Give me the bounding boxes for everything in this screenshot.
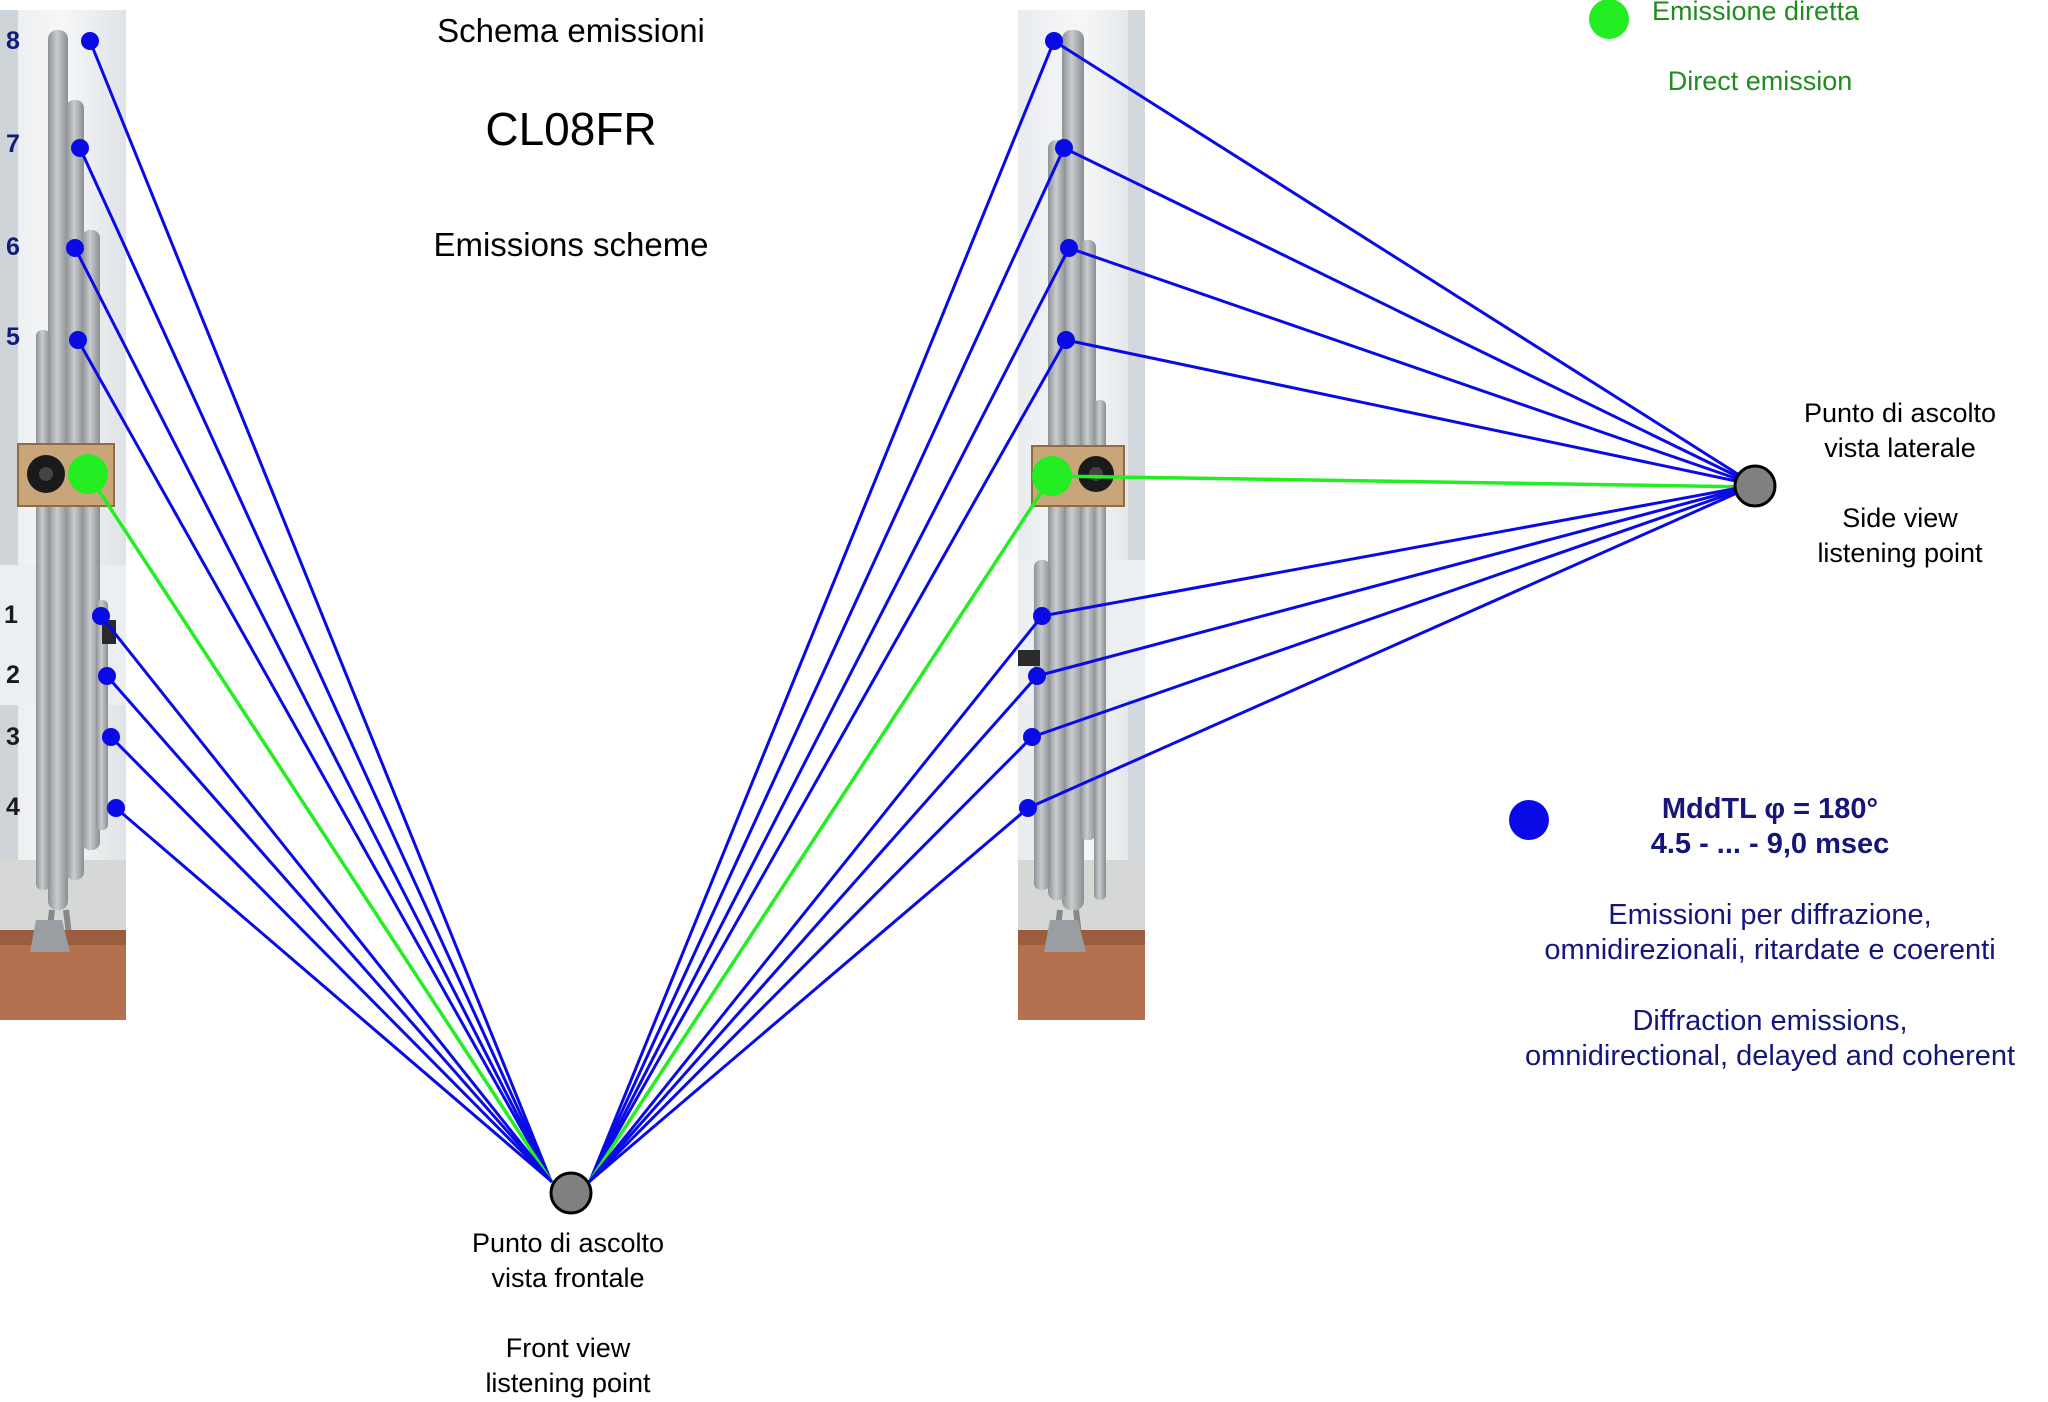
port-number-6: 6 [6, 233, 20, 261]
side-port-dot-6 [1060, 239, 1078, 257]
port-number-8: 8 [6, 27, 20, 55]
side-listening-point [1733, 464, 1777, 508]
front-emission-lines [73, 39, 553, 1183]
side-port-dot-3 [1023, 728, 1041, 746]
cross-line-7 [588, 146, 1066, 1183]
side-point-label-en-2: listening point [1817, 538, 1983, 568]
cross-line-5 [588, 338, 1068, 1183]
side-port-dot-8 [1045, 32, 1063, 50]
front-line-6 [73, 246, 553, 1183]
cross-line-6 [588, 246, 1071, 1183]
front-line-2 [105, 674, 553, 1183]
side-port-dot-2 [1028, 667, 1046, 685]
port-number-2: 2 [6, 661, 20, 689]
legend-direct-marker [1589, 0, 1629, 39]
cross-line-4 [588, 806, 1030, 1183]
cross-line-1 [588, 614, 1044, 1183]
front-point-label-it-2: vista frontale [491, 1263, 645, 1293]
side-line-3 [1030, 483, 1757, 739]
diffraction-legend: MddTL φ = 180° 4.5 - ... - 9,0 msec Emis… [1500, 792, 2040, 1074]
side-line-7 [1062, 146, 1757, 487]
side-line-direct [1050, 474, 1757, 489]
title-model: CL08FR [485, 103, 657, 155]
port-number-5: 5 [6, 323, 20, 351]
cross-line-2 [588, 674, 1039, 1183]
front-line-1 [99, 614, 553, 1183]
side-point-label: Punto di ascolto vista laterale Side vie… [1750, 396, 2048, 571]
port-dot-3 [102, 728, 120, 746]
legend-diffraction-it-2: omnidirezionali, ritardate e coerenti [1544, 934, 1996, 966]
title-italian: Schema emissioni [437, 12, 705, 49]
port-dot-5 [69, 331, 87, 349]
front-view-photo [0, 10, 126, 1020]
legend-diffraction-marker [1509, 800, 1549, 840]
front-line-direct [86, 472, 553, 1183]
port-number-7: 7 [6, 130, 20, 158]
front-line-8 [88, 39, 553, 1183]
direct-emission-dot-side [1032, 456, 1072, 496]
side-port-dot-4 [1019, 799, 1037, 817]
side-line-2 [1035, 483, 1757, 678]
legend-direct-english: Direct emission [1667, 66, 1853, 96]
side-port-dot-5 [1057, 331, 1075, 349]
front-line-4 [114, 806, 553, 1183]
legend-direct-italian: Emissione diretta [1652, 0, 1860, 26]
side-port-dot-1 [1033, 607, 1051, 625]
side-point-label-it-1: Punto di ascolto [1803, 398, 1997, 428]
legend-diffraction-it-1: Emissioni per diffrazione, [1608, 899, 1932, 931]
side-view-photo [1018, 10, 1145, 1020]
legend-timing: 4.5 - ... - 9,0 msec [1650, 828, 1890, 860]
side-line-8 [1052, 39, 1757, 487]
port-number-1: 1 [4, 601, 18, 629]
legend-mddtl: MddTL φ = 180° [1661, 793, 1879, 825]
port-number-4: 4 [6, 793, 20, 821]
cross-line-direct [588, 474, 1054, 1183]
legend-diffraction-en-2: omnidirectional, delayed and coherent [1524, 1040, 2016, 1072]
front-point-label: Punto di ascolto vista frontale Front vi… [418, 1226, 718, 1401]
port-dot-6 [66, 239, 84, 257]
front-line-7 [78, 146, 553, 1183]
cross-line-3 [588, 735, 1034, 1183]
port-dot-1 [92, 607, 110, 625]
front-line-3 [109, 735, 553, 1183]
side-emission-lines [1026, 39, 1757, 810]
legend-diffraction-en-1: Diffraction emissions, [1632, 1005, 1908, 1037]
direct-emission-dot-front [68, 454, 108, 494]
side-line-4 [1026, 483, 1757, 810]
side-line-6 [1067, 246, 1757, 487]
front-listening-point [549, 1171, 593, 1215]
front-point-label-en-1: Front view [505, 1333, 631, 1363]
port-dot-7 [71, 139, 89, 157]
port-dot-4 [107, 799, 125, 817]
cross-line-8 [588, 39, 1056, 1183]
title-english: Emissions scheme [433, 226, 709, 263]
side-port-dot-7 [1055, 139, 1073, 157]
front-point-label-it-1: Punto di ascolto [471, 1228, 665, 1258]
front-to-side-lines [588, 39, 1071, 1183]
side-point-label-it-2: vista laterale [1824, 433, 1976, 463]
front-port-dots [66, 32, 125, 817]
port-dot-2 [98, 667, 116, 685]
side-point-label-en-1: Side view [1842, 503, 1958, 533]
front-line-5 [76, 338, 553, 1183]
port-number-3: 3 [6, 723, 20, 751]
side-line-1 [1040, 483, 1757, 618]
side-port-dots [1019, 32, 1078, 817]
port-dot-8 [81, 32, 99, 50]
front-point-label-en-2: listening point [485, 1368, 651, 1398]
side-line-5 [1064, 338, 1757, 487]
